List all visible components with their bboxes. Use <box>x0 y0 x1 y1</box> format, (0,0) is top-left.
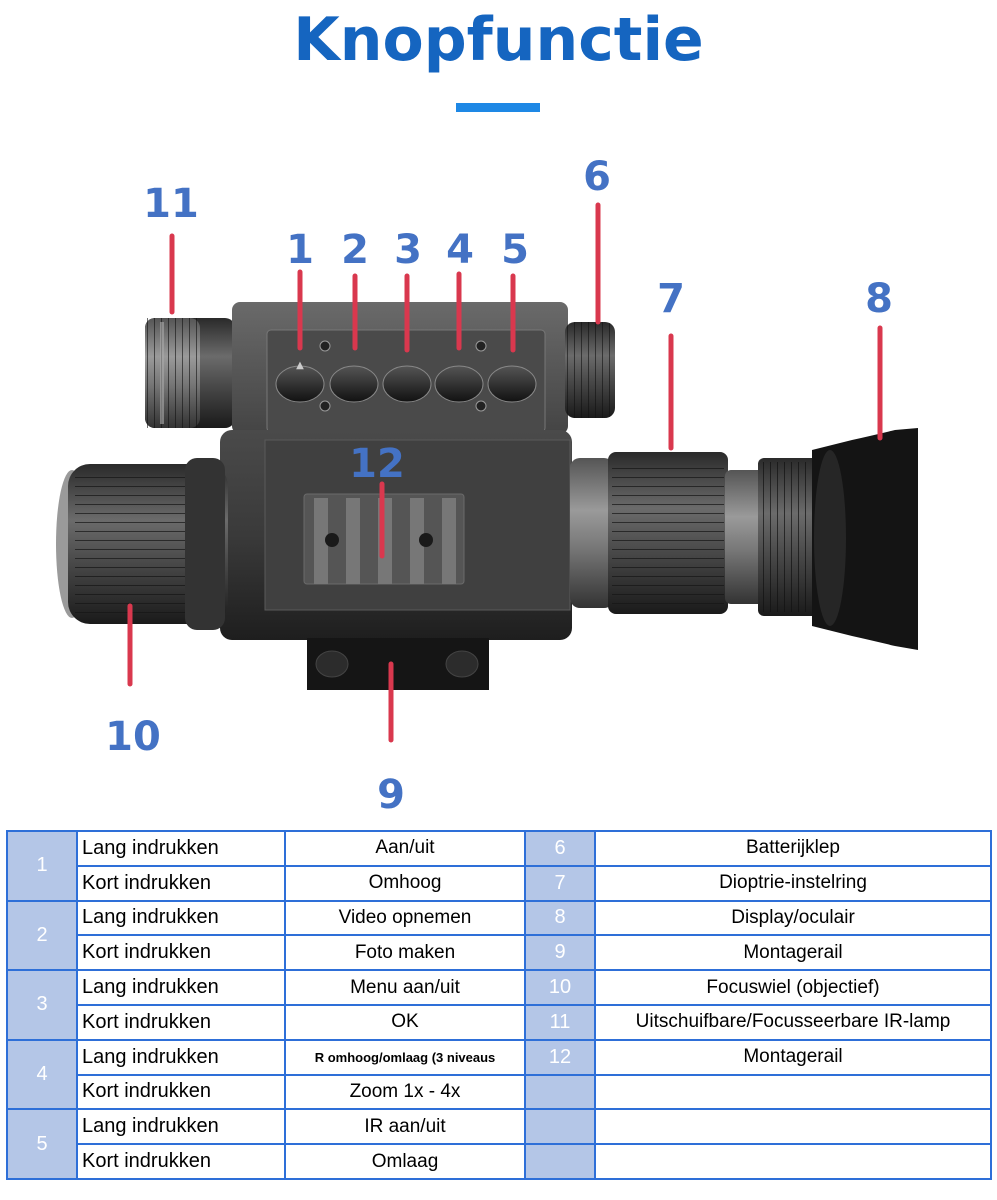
part-number: 7 <box>524 864 596 902</box>
leader-lines <box>127 202 883 743</box>
page-title: Knopfunctie <box>293 5 704 75</box>
press-type: Kort indrukken <box>76 1073 286 1111</box>
button-function: Foto maken <box>284 934 526 972</box>
table-row: Kort indrukken Foto maken 9 Montagerail <box>7 934 992 972</box>
title-underline <box>456 103 540 112</box>
table-row: Kort indrukken Zoom 1x - 4x <box>7 1073 992 1111</box>
callout-10: 10 <box>105 714 161 760</box>
button-number: 1 <box>6 830 78 902</box>
callout-6: 6 <box>583 154 611 200</box>
button-function: Aan/uit <box>284 830 526 867</box>
part-number: 11 <box>524 1003 596 1041</box>
table-row: Kort indrukken OK 11 Uitschuifbare/Focus… <box>7 1003 992 1041</box>
callout-9: 9 <box>377 772 405 818</box>
press-type: Kort indrukken <box>76 1143 286 1180</box>
table-row: 3 Lang indrukken Menu aan/uit 10 Focuswi… <box>6 969 992 1041</box>
callout-1: 1 <box>286 227 314 273</box>
press-type: Lang indrukken <box>76 969 286 1006</box>
part-description: Display/oculair <box>594 899 992 937</box>
part-number: 12 <box>524 1038 596 1076</box>
eyepiece <box>570 428 918 650</box>
press-type: Kort indrukken <box>76 1003 286 1041</box>
spec-table: 1 Lang indrukken Aan/uit 6 Batterijklep … <box>6 830 992 1180</box>
button-function: Menu aan/uit <box>284 969 526 1006</box>
part-number: 8 <box>524 899 596 937</box>
part-description: Montagerail <box>594 1038 992 1076</box>
callout-7: 7 <box>657 276 685 322</box>
part-description: Uitschuifbare/Focusseerbare IR-lamp <box>594 1003 992 1041</box>
callout-11: 11 <box>143 181 199 227</box>
callout-3: 3 <box>394 227 422 273</box>
callout-labels: 1 2 3 4 5 6 7 8 9 10 11 12 <box>105 154 893 818</box>
press-type: Kort indrukken <box>76 934 286 972</box>
press-type: Lang indrukken <box>76 899 286 937</box>
empty-cell <box>524 1108 596 1146</box>
press-type: Lang indrukken <box>76 1038 286 1076</box>
table-row: 4 Lang indrukken R omhoog/omlaag (3 nive… <box>6 1038 992 1111</box>
press-type: Lang indrukken <box>76 1108 286 1146</box>
table-row: 5 Lang indrukken IR aan/uit <box>6 1108 992 1180</box>
part-number: 9 <box>524 934 596 972</box>
button-function: IR aan/uit <box>284 1108 526 1146</box>
button-function: OK <box>284 1003 526 1041</box>
battery-cap <box>565 322 615 418</box>
empty-cell <box>594 1108 992 1146</box>
svg-text:▲: ▲ <box>296 360 304 371</box>
table-row: 1 Lang indrukken Aan/uit 6 Batterijklep <box>6 830 992 902</box>
device-diagram: ▲ <box>56 154 918 818</box>
press-type: Lang indrukken <box>76 830 286 867</box>
control-buttons: ▲ <box>275 360 537 403</box>
button-number: 3 <box>6 969 78 1041</box>
button-number: 4 <box>6 1038 78 1111</box>
part-description: Batterijklep <box>594 830 992 867</box>
callout-8: 8 <box>865 276 893 322</box>
button-function: Omlaag <box>284 1143 526 1180</box>
empty-cell <box>524 1073 596 1111</box>
table-row: Kort indrukken Omhoog 7 Dioptrie-instelr… <box>7 864 992 902</box>
part-number: 10 <box>524 969 596 1006</box>
button-4 <box>434 365 484 403</box>
button-function: Zoom 1x - 4x <box>284 1073 526 1111</box>
part-description: Montagerail <box>594 934 992 972</box>
press-type: Kort indrukken <box>76 864 286 902</box>
table-row: Kort indrukken Omlaag <box>7 1143 992 1180</box>
part-number: 6 <box>524 830 596 867</box>
part-description: Focuswiel (objectief) <box>594 969 992 1006</box>
button-function: Omhoog <box>284 864 526 902</box>
table-row: 2 Lang indrukken Video opnemen 8 Display… <box>6 899 992 972</box>
button-function: Video opnemen <box>284 899 526 937</box>
objective-lens <box>56 458 228 630</box>
button-3 <box>382 365 432 403</box>
empty-cell <box>594 1143 992 1180</box>
callout-12: 12 <box>349 441 405 487</box>
button-5 <box>487 365 537 403</box>
button-function: R omhoog/omlaag (3 niveaus <box>284 1038 526 1076</box>
callout-2: 2 <box>341 227 369 273</box>
ir-lamp <box>145 318 235 428</box>
empty-cell <box>524 1143 596 1180</box>
callout-5: 5 <box>501 227 529 273</box>
button-2 <box>329 365 379 403</box>
callout-4: 4 <box>446 227 474 273</box>
button-1: ▲ <box>275 360 325 403</box>
button-number: 5 <box>6 1108 78 1180</box>
button-number: 2 <box>6 899 78 972</box>
empty-cell <box>594 1073 992 1111</box>
bottom-mount <box>307 638 489 690</box>
part-description: Dioptrie-instelring <box>594 864 992 902</box>
